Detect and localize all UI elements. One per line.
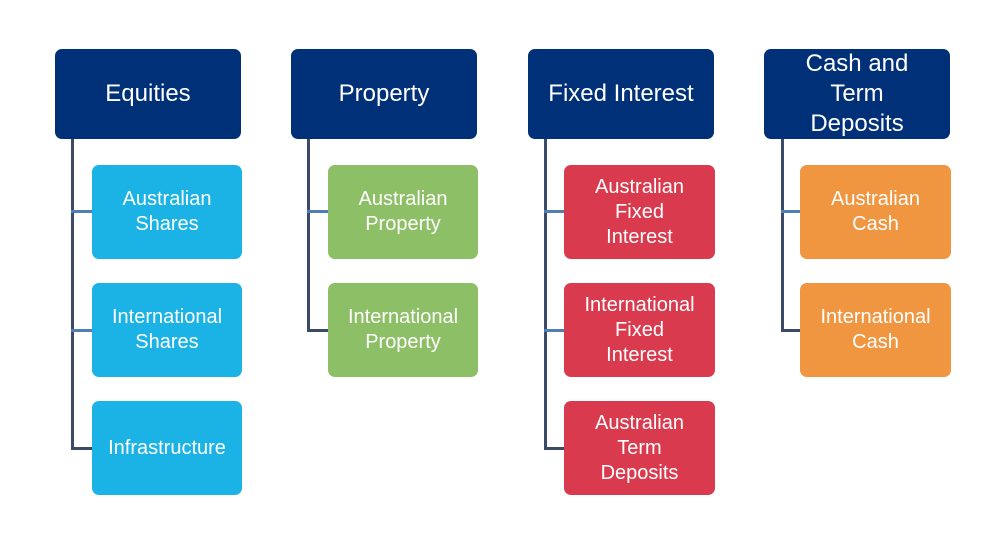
connector-trunk (71, 139, 74, 450)
asset-box-australian-fixed-interest: Australian Fixed Interest (564, 165, 715, 259)
connector-branch (781, 210, 800, 213)
category-title: Equities (105, 80, 191, 107)
asset-label: International Shares (111, 306, 223, 353)
asset-label: Australian Fixed Interest (595, 175, 684, 248)
asset-label: Australian Cash (831, 188, 920, 235)
asset-label: Australian Property (358, 188, 448, 235)
asset-label: Infrastructure (108, 436, 226, 459)
asset-box-australian-shares: Australian Shares (92, 165, 242, 259)
connector-branch (544, 210, 564, 213)
connector-trunk (781, 139, 784, 332)
connector-trunk (544, 139, 547, 450)
asset-box-international-property: International Property (328, 283, 478, 377)
connector-branch (544, 447, 564, 450)
category-title: Fixed Interest (548, 80, 694, 107)
connector-branch (71, 329, 92, 332)
category-title: Cash and Term Deposits (805, 50, 909, 137)
asset-label: Australian Term Deposits (595, 411, 684, 484)
connector-branch (71, 447, 92, 450)
asset-box-australian-cash: Australian Cash (800, 165, 951, 259)
category-header-cash-and-term-deposits: Cash and Term Deposits (764, 49, 950, 139)
asset-box-international-fixed-interest: International Fixed Interest (564, 283, 715, 377)
connector-branch (307, 210, 328, 213)
connector-branch (307, 329, 328, 332)
category-title: Property (338, 80, 430, 107)
asset-label: International Fixed Interest (584, 293, 695, 366)
asset-label: International Property (347, 306, 459, 353)
asset-box-australian-term-deposits: Australian Term Deposits (564, 401, 715, 495)
connector-branch (71, 210, 92, 213)
asset-label: International Cash (820, 306, 931, 353)
category-header-property: Property (291, 49, 477, 139)
category-header-fixed-interest: Fixed Interest (528, 49, 714, 139)
asset-box-australian-property: Australian Property (328, 165, 478, 259)
category-header-equities: Equities (55, 49, 241, 139)
asset-box-international-cash: International Cash (800, 283, 951, 377)
asset-label: Australian Shares (122, 188, 212, 235)
connector-branch (781, 329, 800, 332)
asset-box-infrastructure: Infrastructure (92, 401, 242, 495)
connector-branch (544, 329, 564, 332)
connector-trunk (307, 139, 310, 332)
asset-box-international-shares: International Shares (92, 283, 242, 377)
